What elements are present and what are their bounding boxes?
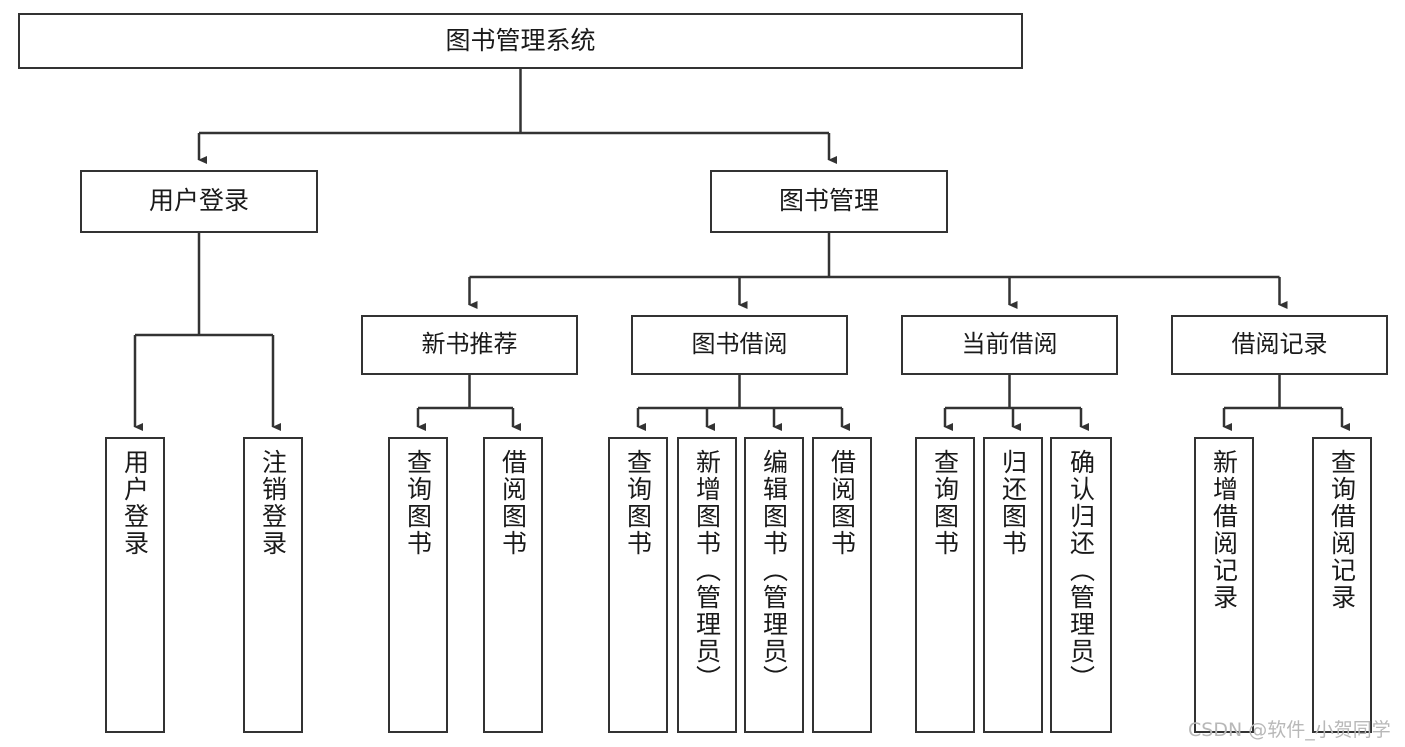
node-leaf-confirm-return[interactable]: 确认归还（管理员）	[1050, 437, 1112, 733]
node-borrow-record-label: 借阅记录	[1231, 330, 1328, 359]
node-book-manage[interactable]: 图书管理	[710, 170, 948, 233]
node-leaf-add-book[interactable]: 新增图书（管理员）	[677, 437, 737, 733]
node-root-system[interactable]: 图书管理系统	[18, 13, 1023, 69]
node-new-book-recommend[interactable]: 新书推荐	[361, 315, 578, 375]
node-new-book-recommend-label: 新书推荐	[421, 330, 518, 359]
node-leaf-borrow-book-1[interactable]: 借阅图书	[483, 437, 543, 733]
node-leaf-edit-book-label: 编辑图书（管理员）	[759, 449, 789, 692]
node-leaf-query-book-3-label: 查询图书	[930, 449, 960, 557]
node-leaf-edit-book[interactable]: 编辑图书（管理员）	[744, 437, 804, 733]
node-leaf-query-record-label: 查询借阅记录	[1327, 449, 1357, 611]
node-book-manage-label: 图书管理	[778, 186, 879, 216]
node-leaf-user-login-label: 用户登录	[120, 449, 150, 557]
node-user-login-label: 用户登录	[148, 186, 249, 216]
node-leaf-query-book-1[interactable]: 查询图书	[388, 437, 448, 733]
node-current-borrow[interactable]: 当前借阅	[901, 315, 1118, 375]
node-leaf-borrow-book-2-label: 借阅图书	[827, 449, 857, 557]
node-leaf-add-book-label: 新增图书（管理员）	[692, 449, 722, 692]
node-leaf-user-login[interactable]: 用户登录	[105, 437, 165, 733]
node-borrow-record[interactable]: 借阅记录	[1171, 315, 1388, 375]
node-current-borrow-label: 当前借阅	[961, 330, 1058, 359]
node-book-borrow-label: 图书借阅	[691, 330, 788, 359]
node-leaf-return-book-label: 归还图书	[998, 449, 1028, 557]
node-leaf-query-book-1-label: 查询图书	[403, 449, 433, 557]
node-user-login[interactable]: 用户登录	[80, 170, 318, 233]
node-leaf-add-record[interactable]: 新增借阅记录	[1194, 437, 1254, 733]
node-leaf-return-book[interactable]: 归还图书	[983, 437, 1043, 733]
node-leaf-query-book-2[interactable]: 查询图书	[608, 437, 668, 733]
node-leaf-borrow-book-1-label: 借阅图书	[498, 449, 528, 557]
node-book-borrow[interactable]: 图书借阅	[631, 315, 848, 375]
node-leaf-logout-login[interactable]: 注销登录	[243, 437, 303, 733]
node-root-system-label: 图书管理系统	[445, 25, 596, 55]
node-leaf-query-book-2-label: 查询图书	[623, 449, 653, 557]
node-leaf-query-book-3[interactable]: 查询图书	[915, 437, 975, 733]
node-leaf-confirm-return-label: 确认归还（管理员）	[1066, 449, 1096, 692]
node-leaf-logout-login-label: 注销登录	[258, 449, 288, 557]
node-leaf-add-record-label: 新增借阅记录	[1209, 449, 1239, 611]
node-leaf-borrow-book-2[interactable]: 借阅图书	[812, 437, 872, 733]
node-leaf-query-record[interactable]: 查询借阅记录	[1312, 437, 1372, 733]
